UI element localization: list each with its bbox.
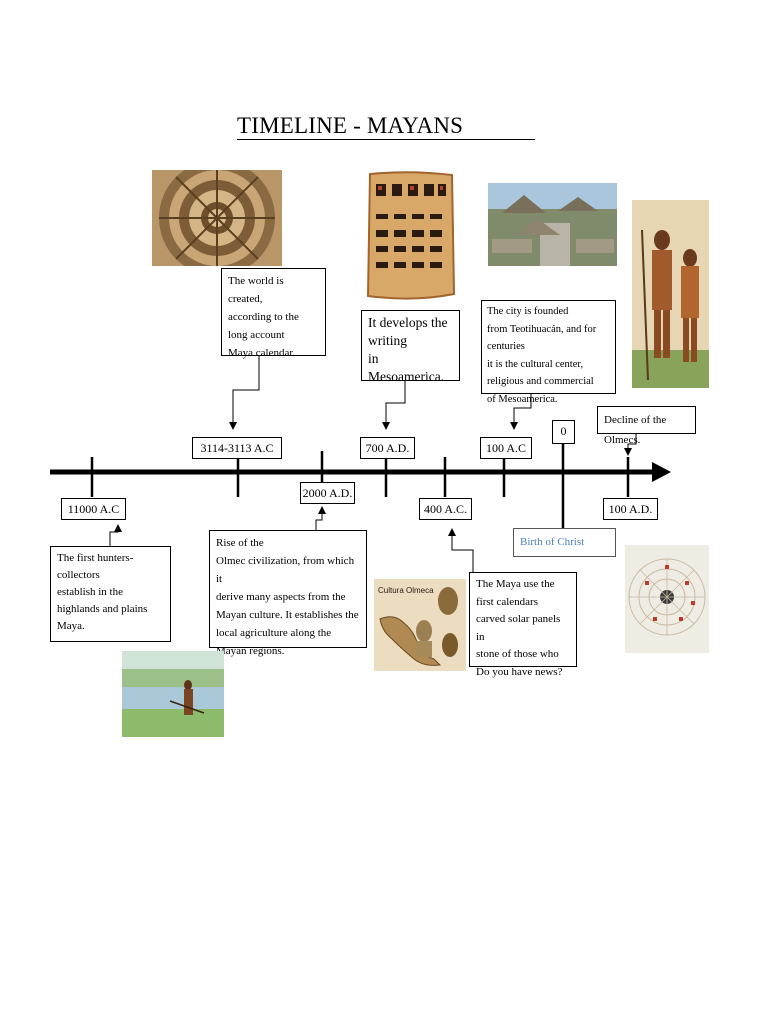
- date-3114-3113-ac: 3114-3113 A.C: [192, 437, 282, 459]
- date-700-ad: 700 A.D.: [360, 437, 415, 459]
- event-teotihuacan: The city is founded from Teotihuacán, an…: [481, 300, 616, 405]
- sun-stone-icon: [152, 170, 282, 266]
- title-underline: [237, 139, 535, 140]
- connectors: [109, 356, 637, 572]
- timeline-ticks: [90, 451, 630, 497]
- event-first-hunters: The first hunters- collectors establish …: [50, 546, 171, 642]
- date-100-ac: 100 A.C: [480, 437, 532, 459]
- cultura-olmeca-label: Cultura Olmeca: [378, 586, 434, 595]
- date-11000-ac: 11000 A.C: [61, 498, 126, 520]
- date-100-ad: 100 A.D.: [603, 498, 658, 520]
- page-title: TIMELINE - MAYANS: [237, 113, 464, 138]
- cultura-olmeca-image: Cultura Olmeca: [374, 579, 466, 671]
- maya-calendar-wheel-image: [625, 545, 709, 653]
- calendar-wheel-icon: [625, 545, 709, 653]
- event-writing: It develops the writing in Mesoamerica.: [361, 310, 460, 384]
- event-olmec-decline: Decline of the Olmecs.: [597, 406, 696, 446]
- warriors-icon: [632, 200, 709, 388]
- teotihuacan-pyramid-image: [488, 183, 617, 266]
- date-2000-ad: 2000 A.D.: [300, 482, 355, 504]
- event-olmec-rise: Rise of the Olmec civilization, from whi…: [209, 530, 367, 657]
- timeline-arrowhead: [652, 462, 671, 482]
- olmec-map-icon: [374, 579, 466, 671]
- event-first-calendars: The Maya use the first calendars carved …: [469, 572, 577, 678]
- maya-glyphs-parchment-image: [364, 170, 456, 302]
- event-world-created: The world is created, according to the l…: [221, 268, 326, 359]
- date-zero: 0: [552, 420, 575, 444]
- parchment-glyphs-icon: [366, 171, 456, 300]
- pyramid-landscape-icon: [488, 183, 617, 266]
- hunter-icon: [122, 651, 224, 737]
- maya-warriors-image: [632, 200, 709, 388]
- event-birth-of-christ: Birth of Christ: [513, 528, 616, 557]
- aztec-calendar-stone-image: [152, 170, 282, 266]
- date-400-ac: 400 A.C.: [419, 498, 472, 520]
- hunter-by-river-image: [122, 651, 224, 737]
